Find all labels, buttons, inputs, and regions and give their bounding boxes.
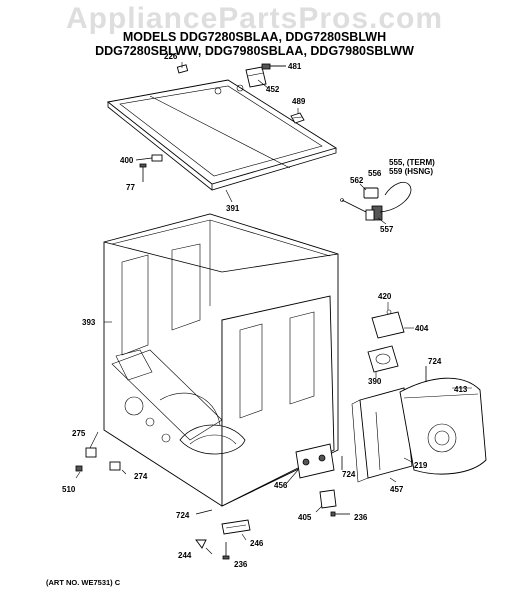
- callout-557: 557: [380, 225, 394, 234]
- screw-236-right: [330, 511, 350, 517]
- cabinet: [103, 213, 339, 507]
- callout-236-bottom: 236: [234, 560, 248, 569]
- callout-510: 510: [62, 485, 76, 494]
- callout-391: 391: [226, 204, 240, 213]
- leader-lines: [75, 62, 472, 555]
- callout-390: 390: [368, 377, 382, 386]
- callout-219: 219: [414, 461, 428, 470]
- leveling-leg-246: [221, 519, 251, 535]
- callout-226: 226: [164, 52, 178, 61]
- callout-457: 457: [390, 485, 404, 494]
- top-panel: [106, 79, 338, 191]
- callout-452: 452: [266, 85, 280, 94]
- callout-405: 405: [298, 513, 312, 522]
- bracket-456: [295, 443, 335, 479]
- clip-400: [135, 154, 163, 162]
- bumper-510: [75, 465, 83, 472]
- clip-275: [85, 447, 97, 458]
- screw-724-right: [341, 366, 427, 470]
- callout-724-lower: 724: [176, 511, 190, 520]
- air-duct-413: [399, 377, 487, 475]
- callout-labels: 226 481 452 489 400 77 391 555, (TERM) 5…: [62, 52, 468, 569]
- clip-489: [290, 112, 305, 124]
- callout-559-hsng: 559 (HSNG): [389, 167, 433, 176]
- callout-420: 420: [378, 292, 392, 301]
- power-cord-assembly: [340, 182, 412, 221]
- screw-77: [139, 163, 147, 182]
- callout-275: 275: [72, 429, 86, 438]
- foot-274: [109, 461, 121, 471]
- callout-274: 274: [134, 472, 148, 481]
- callout-244: 244: [178, 551, 192, 560]
- cover-plate-404: [371, 309, 405, 339]
- bracket-405: [319, 489, 337, 509]
- screw-724-bottom: [195, 509, 213, 515]
- callout-556: 556: [368, 169, 382, 178]
- models-title-line-2: DDG7280SBLWW, DDG7980SBLAA, DDG7980SBLWW: [95, 44, 414, 58]
- callout-404: 404: [415, 324, 429, 333]
- callout-236-right: 236: [354, 513, 368, 522]
- callout-456: 456: [274, 481, 288, 490]
- callout-77: 77: [126, 183, 135, 192]
- hinge-bracket-452: [245, 66, 267, 88]
- callout-393: 393: [82, 318, 96, 327]
- callout-481: 481: [288, 62, 302, 71]
- callout-413: 413: [454, 385, 468, 394]
- callout-489: 489: [292, 97, 306, 106]
- callout-724-upper: 724: [428, 357, 442, 366]
- heater-housing-457: [351, 387, 413, 483]
- callout-246: 246: [250, 539, 264, 548]
- callout-562: 562: [350, 176, 364, 185]
- glide-244: [195, 539, 207, 549]
- screw-236-bottom: [222, 542, 230, 560]
- hinge-clip-226: [176, 64, 189, 74]
- watermark: AppliancePartsPros.com: [65, 2, 444, 35]
- callout-555-term: 555, (TERM): [389, 158, 435, 167]
- gasket-390: [367, 345, 399, 373]
- callout-724-middle: 724: [342, 470, 356, 479]
- models-title-line-1: MODELS DDG7280SBLAA, DDG7280SBLWH: [122, 30, 387, 44]
- callout-400: 400: [120, 156, 134, 165]
- screw-481: [261, 63, 286, 70]
- art-number: (ART NO. WE7531) C: [46, 578, 121, 587]
